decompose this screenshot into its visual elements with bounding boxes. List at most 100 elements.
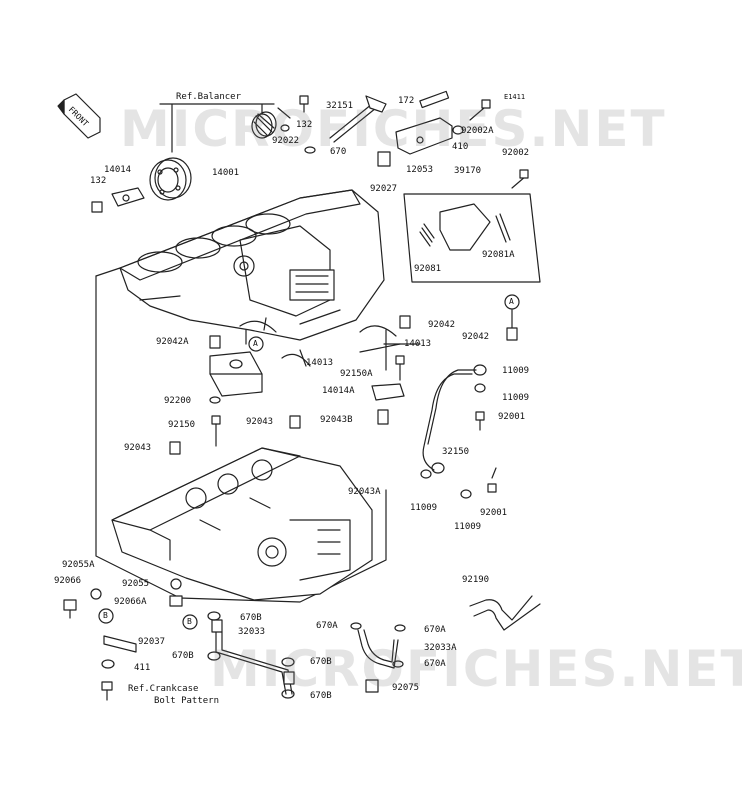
part-label: 12053 <box>406 165 434 175</box>
part-label: 32033 <box>238 627 266 637</box>
part-label: 92075 <box>392 683 420 693</box>
part-label: 32150 <box>442 447 470 457</box>
front-arrow-icon <box>57 93 101 139</box>
part-label: 11009 <box>502 366 530 376</box>
watermark-top: MICROFICHES.NET <box>120 100 667 158</box>
part-label: 670A <box>424 659 446 669</box>
part-label: 32033A <box>424 643 457 653</box>
part-label: 14001 <box>212 168 240 178</box>
callout-a-2: A <box>509 297 514 306</box>
part-label: 92190 <box>462 575 490 585</box>
bolt-92150 <box>211 415 221 447</box>
part-label: 172 <box>398 96 415 106</box>
ref-balancer-label: Ref.Balancer <box>176 92 242 102</box>
part-label: 92066 <box>54 576 82 586</box>
part-label: 670B <box>310 691 332 701</box>
balancer-bearing <box>149 157 192 201</box>
detent-assembly-39170 <box>403 169 541 283</box>
callout-a-1: A <box>253 339 258 348</box>
part-label: 670B <box>172 651 194 661</box>
part-label: 92042A <box>156 337 189 347</box>
balancer-leader <box>159 103 275 153</box>
part-label: 92055 <box>122 579 150 589</box>
part-label: 92043 <box>246 417 274 427</box>
balancer-needle-bearing <box>251 111 277 139</box>
part-label: 92042 <box>462 332 490 342</box>
part-label: 132 <box>296 120 313 130</box>
bearing-shell-14013-right <box>359 325 397 337</box>
callout-b-2: B <box>187 617 192 626</box>
part-label: 11009 <box>410 503 438 513</box>
dowel-92042A <box>209 335 221 349</box>
callout-a-circle-2 <box>504 294 520 310</box>
diagram-code: E1411 <box>504 93 526 101</box>
plug-92066A <box>169 595 183 607</box>
part-label: 132 <box>90 176 107 186</box>
callout-b-circle-1 <box>98 608 114 624</box>
pin-172 <box>419 90 450 109</box>
part-label: 11009 <box>502 393 530 403</box>
bolt-92002A <box>452 99 491 135</box>
dowel-92043-mid <box>289 415 301 429</box>
part-label: 92055A <box>62 560 95 570</box>
plate-92037 <box>101 635 137 701</box>
part-label: 410 <box>452 142 469 152</box>
part-label: 14013 <box>404 339 432 349</box>
part-label: 92001 <box>480 508 508 518</box>
part-label: 14013 <box>306 358 334 368</box>
part-label: 92081A <box>482 250 515 260</box>
part-label: 92043B <box>320 415 353 425</box>
part-label: 92002 <box>502 148 530 158</box>
pipe-32033A <box>350 622 406 693</box>
part-label: 14014 <box>104 165 132 175</box>
rod-32151 <box>304 95 387 154</box>
part-label: 670A <box>316 621 338 631</box>
callout-b-circle-2 <box>182 614 198 630</box>
bolt-92150A <box>371 355 405 425</box>
part-label: 32151 <box>326 101 354 111</box>
part-label: 92081 <box>414 264 442 274</box>
part-label: 92022 <box>272 136 300 146</box>
o-ring-92055A <box>90 588 102 600</box>
plug-92066 <box>63 599 77 619</box>
bracket-14014 <box>91 187 145 213</box>
part-label: 92043A <box>348 487 381 497</box>
hose-92190 <box>469 595 541 631</box>
bolt-132-top <box>277 95 309 132</box>
part-label: 11009 <box>454 522 482 532</box>
part-label: 92043 <box>124 443 152 453</box>
part-label: 92001 <box>498 412 526 422</box>
part-label: 92150 <box>168 420 196 430</box>
dowel-92042 <box>399 315 411 329</box>
part-label: 92200 <box>164 396 192 406</box>
part-label: 14014A <box>322 386 355 396</box>
ref-crankcase-label: Ref.Crankcase <box>128 684 199 694</box>
part-label: 39170 <box>454 166 482 176</box>
part-label: 92066A <box>114 597 147 607</box>
callout-a-circle-1 <box>248 336 264 352</box>
part-label: 411 <box>134 663 151 673</box>
o-ring-92055 <box>170 578 182 590</box>
guide-12053 <box>377 117 453 167</box>
pipe-32033 <box>207 611 295 699</box>
part-label: 92042 <box>428 320 456 330</box>
assembly-frame-left <box>95 275 387 603</box>
part-label: 670A <box>424 625 446 635</box>
part-label: 92037 <box>138 637 166 647</box>
dowel-92043-left <box>169 441 181 455</box>
part-label: 92150A <box>340 369 373 379</box>
part-label: 92002A <box>461 126 494 136</box>
part-label: 670B <box>240 613 262 623</box>
part-label: 92027 <box>370 184 398 194</box>
watermark-bottom: MICROFICHES.NET <box>210 640 742 698</box>
part-label: 670B <box>310 657 332 667</box>
ref-crankcase-bolt-label: Bolt Pattern <box>154 696 220 706</box>
part-label: 670 <box>330 147 347 157</box>
callout-b-1: B <box>103 611 108 620</box>
lower-crankcase <box>111 447 373 601</box>
oil-pipe-32150 <box>420 364 497 499</box>
bearing-shell-14013-mid <box>281 353 311 367</box>
upper-crankcase-14001 <box>119 189 385 341</box>
spacer-92200 <box>209 351 263 404</box>
